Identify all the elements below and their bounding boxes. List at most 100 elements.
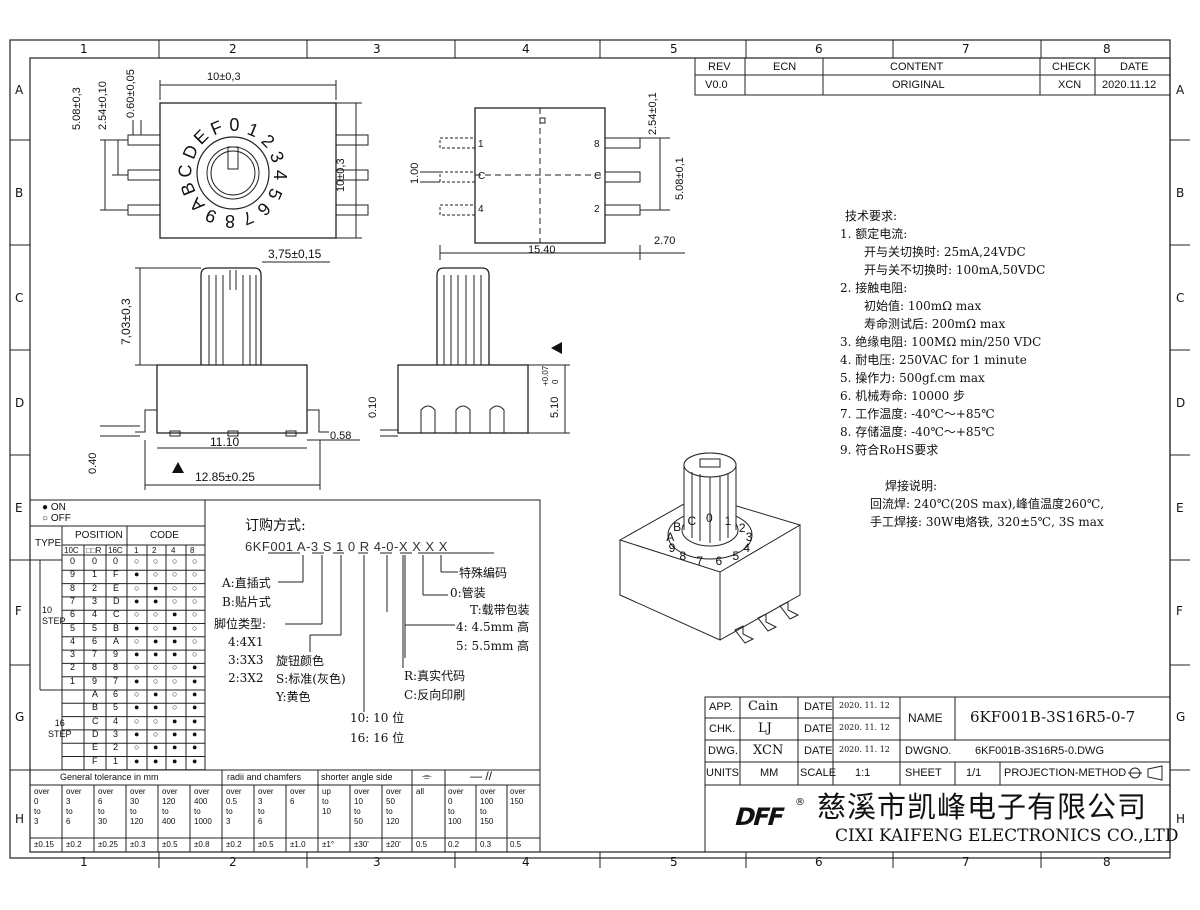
tb-chk-date: 2020. 11. 12	[839, 723, 890, 732]
code-cell: F	[92, 755, 98, 766]
tol-range: over 150	[510, 787, 526, 806]
pin-label-2: 2	[594, 204, 600, 215]
code-cell: ●	[192, 728, 198, 739]
tol-range: over 0 to 100	[448, 787, 464, 826]
iso-dial-char: B	[673, 520, 682, 535]
order-h45: 4: 4.5mm 高	[456, 620, 530, 634]
code-cell: 2	[92, 582, 98, 593]
code-cell: ○	[134, 715, 140, 726]
code-cell: 9	[70, 569, 76, 580]
tol-value: ±0.5	[162, 840, 178, 849]
tb-dwgno-label: DWGNO.	[905, 745, 952, 757]
code-cell: ●	[172, 715, 178, 726]
order-4x1: 4:4X1	[228, 635, 264, 649]
code-header: CODE	[150, 530, 179, 541]
order-tape: T:载带包装	[470, 603, 530, 617]
req-line-10: 6. 机械寿命: 10000 步	[840, 389, 966, 403]
code-cell: ●	[134, 622, 140, 633]
dim-510-tol-dn: 0	[551, 379, 560, 384]
tol-range: over 3 to 6	[66, 787, 82, 826]
col-2-top: 2	[229, 42, 237, 56]
order-special: 特殊编码	[459, 566, 508, 580]
code-cell: ○	[192, 609, 198, 620]
code-cell: 6	[70, 609, 76, 620]
row-e-right: E	[1176, 501, 1184, 515]
code-cell: 7	[70, 595, 76, 606]
dim-pin-254: 2.54±0,10	[97, 81, 109, 130]
req-line-3: 开与关不切换时: 100mA,50VDC	[864, 263, 1046, 277]
col-3-bottom: 3	[373, 855, 381, 869]
code-cell: 4	[70, 635, 76, 646]
dial-char: 8	[224, 210, 235, 231]
company-logo: DFF	[731, 803, 797, 833]
code-cell: 9	[92, 675, 98, 686]
row-a-left: A	[15, 83, 24, 97]
legend-on: ● ON	[42, 502, 66, 513]
row-g-left: G	[15, 710, 25, 724]
code-cell: ●	[153, 635, 159, 646]
code-cell: ○	[134, 556, 140, 566]
dim-270: 2.70	[654, 235, 676, 247]
tol-value: ±0.25	[98, 840, 118, 849]
row-a-right: A	[1176, 83, 1185, 97]
code-cell: 5	[70, 622, 76, 633]
dim-1110: 11.10	[210, 435, 240, 449]
dim-knob-375: 3,75±0,15	[268, 247, 322, 261]
col-3-top: 3	[373, 42, 381, 56]
code-cell: B	[92, 702, 99, 713]
tol-value: ±0.2	[66, 840, 82, 849]
code-cell: 5	[92, 622, 98, 633]
req-line-4: 2. 接触电阻:	[840, 281, 908, 295]
code-cell: 7	[113, 675, 119, 686]
code-cell: E	[92, 742, 99, 753]
code-cell: ○	[153, 662, 159, 673]
order-3x2: 2:3X2	[228, 671, 264, 685]
code-cell: ○	[172, 569, 178, 580]
row-h-right: H	[1176, 812, 1186, 826]
col-8-top: 8	[1103, 42, 1111, 56]
req-line-7: 3. 绝缘电阻: 100MΩ min/250 VDC	[840, 335, 1042, 349]
iso-dial-char: 6	[715, 554, 723, 569]
order-knob-color: 旋钮颜色	[276, 654, 325, 668]
tol-range: over 30 to 120	[130, 787, 146, 826]
code-cell: ●	[134, 675, 140, 686]
code-cell: ●	[153, 649, 159, 660]
code-cell: 2	[113, 742, 119, 753]
col-4-bottom: 4	[522, 855, 530, 869]
dim-100: 1.00	[409, 162, 421, 184]
step10-label: 10 STEP	[42, 605, 66, 626]
dim-510: 5.10	[549, 396, 561, 418]
code-cell: ○	[192, 635, 198, 646]
tol-value: ±30'	[354, 840, 369, 849]
row-f-right: F	[1176, 604, 1183, 618]
order-title: 订购方式:	[245, 518, 306, 534]
code-cell: ●	[172, 742, 178, 753]
tb-dwg-date-label: DATE	[804, 745, 833, 757]
order-3x3: 3:3X3	[228, 653, 264, 667]
code-cell: ●	[192, 715, 198, 726]
code-cell: ○	[134, 635, 140, 646]
tb-sheet-label: SHEET	[905, 767, 942, 779]
tol-value: 0.2	[448, 840, 460, 849]
col-6-top: 6	[815, 42, 823, 56]
tb-dwg-date: 2020. 11. 12	[839, 745, 890, 754]
code-cell: D	[92, 728, 99, 739]
row-h-left: H	[15, 812, 25, 826]
iso-dial-char: A	[666, 530, 675, 545]
dial-char: 4	[269, 170, 290, 181]
code-cell: ○	[172, 582, 178, 593]
req-line-13: 9. 符合RoHS要求	[840, 443, 939, 457]
req-line-12: 8. 存储温度: -40℃～+85℃	[840, 425, 995, 439]
tb-app: Cain	[748, 699, 779, 714]
tb-scale-label: SCALE	[800, 767, 837, 779]
tol-value: ±1°	[322, 840, 335, 849]
tol-value: ±1.0	[290, 840, 306, 849]
dim-side-508: 5.08±0,1	[674, 157, 686, 200]
tol-straightness-symbol: — //	[470, 769, 493, 783]
code-subheader: 4	[171, 546, 176, 555]
code-cell: ●	[172, 649, 178, 660]
tb-name-label: NAME	[908, 711, 943, 725]
code-cell: B	[113, 622, 120, 633]
registered-mark-icon: ®	[795, 797, 805, 808]
